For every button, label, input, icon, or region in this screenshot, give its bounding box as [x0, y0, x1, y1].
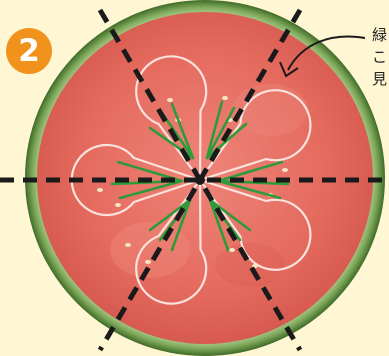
center-point	[195, 175, 205, 185]
callout-text: 緑 こ 見	[372, 24, 389, 90]
step-number: 2	[18, 33, 40, 69]
step-number-badge: 2	[6, 28, 52, 74]
